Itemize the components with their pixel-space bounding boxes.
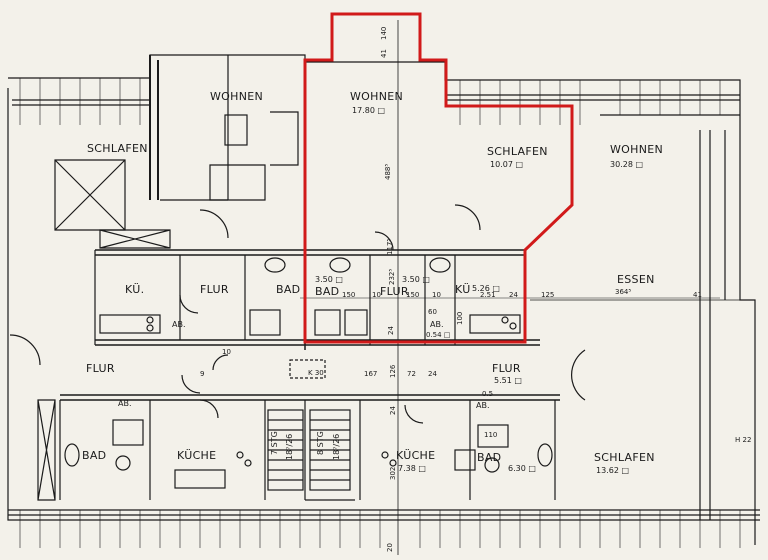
room-kuche-lower-left-label: KÜCHE [177,449,217,462]
dim-251: 2.51 [480,291,496,299]
room-wohnen-right-area: 30.28 □ [610,160,644,169]
dim-24-b: 24 [387,326,395,335]
room-schlafen-lower-right-label: SCHLAFEN [594,451,655,464]
dim-167: 167 [364,370,378,378]
dim-9: 9 [200,370,205,378]
room-wohnen-left-label: WOHNEN [210,90,264,103]
room-wohnen-center-label: WOHNEN [350,90,404,103]
dim-20: 20 [386,543,394,552]
dim-41-right: 41 [693,291,702,299]
dim-140: 140 [380,26,388,40]
room-ab-lower-left-label: AB. [118,399,132,408]
stair-7-dimension: 18⁷/26 [285,433,294,460]
dim-150-b: 150 [406,291,420,299]
room-kuche-lower-center-label: KÜCHE [396,449,436,462]
room-flur-upper-center-area: 3.50 □ [402,275,430,284]
dim-364: 364⁵ [615,288,632,296]
room-bad-lower-left-label: BAD [82,449,107,462]
dim-24-d: 24 [389,406,397,415]
dim-126: 126 [389,364,397,378]
room-schlafen-center-area: 10.07 □ [490,160,524,169]
dim-125: 125 [541,291,555,299]
dim-k30: K 30 [308,369,324,377]
dim-488: 488⁵ [384,163,392,180]
room-schlafen-left-label: SCHLAFEN [87,142,148,155]
dim-24-c: 24 [428,370,437,378]
stair-7-label: 7 STG [270,431,279,455]
room-ab-center-area: 0.54 □ [426,331,451,339]
room-ku-center-area: 5.26 □ [472,284,500,293]
room-bad-upper-center-area: 3.50 □ [315,275,343,284]
dim-10-b: 10 [432,291,441,299]
room-schlafen-center-label: SCHLAFEN [487,145,548,158]
room-wohnen-right-label: WOHNEN [610,143,664,156]
room-ab-center-label: AB. [430,320,444,329]
room-ku-center-label: KÜ [455,283,471,296]
room-flur-lower-left-label: FLUR [86,362,115,375]
dim-117: 117⁵ [386,238,394,255]
dim-24-a: 24 [509,291,518,299]
room-flur-lower-right-area: 5.51 □ [494,376,522,385]
room-kuche-lower-center-area: 7.38 □ [398,464,426,473]
room-ab-lower-right-label: AB. [476,401,490,410]
dim-10-c: 10 [222,348,231,356]
highlighted-unit-outline [303,12,574,344]
dim-10-a: 10 [372,291,381,299]
stair-8-dimension: 18⁷/26 [332,433,341,460]
dim-150-a: 150 [342,291,356,299]
room-bad-lower-right-area: 6.30 □ [508,464,536,473]
dim-60: 60 [428,308,437,316]
room-ku-left-label: KÜ. [125,283,145,296]
dim-05: 0.5 [482,390,494,398]
dim-72: 72 [407,370,416,378]
dim-110: 110 [484,431,498,439]
room-flur-upper-left-label: FLUR [200,283,229,296]
stair-8-label: 8 STG [316,431,325,455]
room-essen-label: ESSEN [617,273,655,286]
room-flur-lower-right-label: FLUR [492,362,521,375]
room-wohnen-center-area: 17.80 □ [352,106,386,115]
dim-302: 302 [389,466,397,480]
dim-41-top: 41 [380,49,388,58]
dim-100: 100 [456,311,464,325]
room-bad-upper-center-label: BAD [315,285,340,298]
room-ab-left-label: AB. [172,320,186,329]
room-flur-upper-center-label: FLUR [380,285,409,298]
dim-h22: H 22 [735,436,752,444]
room-bad-lower-right-label: BAD [477,451,502,464]
dim-232: 232⁵ [388,268,396,285]
room-schlafen-lower-right-area: 13.62 □ [596,466,630,475]
room-bad-upper-left-label: BAD [276,283,301,296]
